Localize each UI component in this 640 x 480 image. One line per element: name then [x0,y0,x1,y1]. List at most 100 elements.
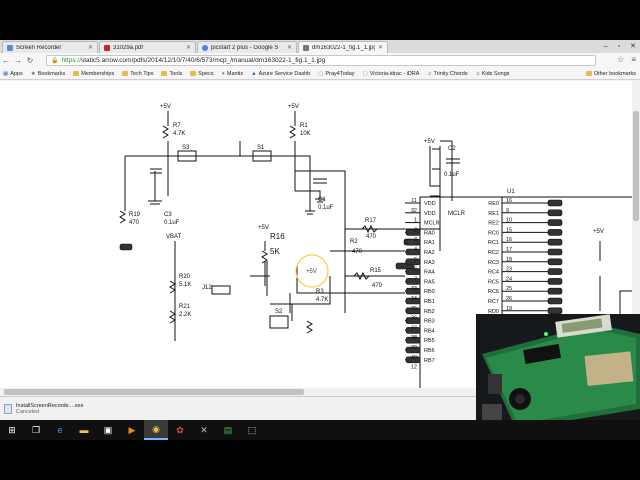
start-windows-icon[interactable]: ⊞ [8,424,16,435]
screen-capture-icon[interactable]: ⬚ [247,424,257,435]
label-c1: C1 [318,197,326,203]
net-label-box-right [547,278,563,285]
bookmark-idrac[interactable]: ▢Victoria-idrac - iDRA [362,70,420,77]
bookmark-specs[interactable]: Specs [190,71,214,77]
label-s3: S3 [182,145,190,151]
label-vbat: VBAT [166,234,182,240]
bookmark-other[interactable]: Other bookmarks [585,71,636,77]
chip-left-pin-number: 7 [414,276,417,282]
tab-screen-recorder[interactable]: Screen Recorder✕ [2,41,98,53]
chip-right-pin-label: RD0 [488,309,499,315]
bookmark-bookmarks[interactable]: ★Bookmarks [30,70,66,77]
toolbar-icons: ☆ ≡ [617,55,636,64]
net-label-box-left [405,307,421,315]
window-controls: – ▫ ✕ [604,40,636,52]
chip-left-pin-label: RB4 [424,328,435,334]
bookmark-apps[interactable]: ▦Apps [3,70,23,77]
bookmark-trinity-chords[interactable]: ♫Trinity Chords [427,70,468,77]
chip-left-pin-label: RB1 [424,299,435,305]
bookmark-tools[interactable]: Tools [161,71,182,77]
chip-left-pin-label: RB0 [424,289,435,295]
bookmark-kids-songs[interactable]: ♫Kids Songs [475,70,510,77]
vertical-scroll-thumb[interactable] [633,111,639,221]
label-s2: S2 [275,309,283,315]
chip-left-pin-number: 11 [411,198,417,204]
close-tab-icon[interactable]: ✕ [185,45,191,51]
vertical-scrollbar[interactable] [632,81,640,388]
menu-icon[interactable]: ≡ [631,55,636,64]
maximize-button[interactable]: ▫ [617,42,621,50]
close-tab-icon[interactable]: ✕ [286,45,292,51]
label-r15: R15 [370,268,382,274]
app-icon[interactable]: ✿ [176,424,184,435]
chip-left-pin-label: RB5 [424,338,435,344]
net-label-box-left [405,297,421,305]
store-icon[interactable]: ▣ [103,424,113,435]
horizontal-scrollbar[interactable] [0,388,632,396]
chip-right-pin-number: 26 [506,296,512,302]
chip-right-pin-number: 17 [506,247,512,253]
folder-icon [73,71,80,76]
label-vplus-6: +5V [306,269,317,275]
net-label-box-right [547,307,563,315]
media-player-icon[interactable]: ▶ [128,424,136,435]
reload-icon[interactable]: ↻ [26,56,34,65]
chords-icon: ♫ [427,70,432,77]
label-c2: C2 [448,146,456,152]
net-label-box-left [405,336,421,344]
chip-left-pin-label: RB6 [424,348,435,354]
chip-left-pin-number: 6 [414,267,417,273]
chip-right-pin-number: 23 [506,267,512,273]
chip-left-pin-label: RA2 [424,250,435,256]
download-item[interactable]: InstallScreenRecorde....exe Canceled [4,400,129,418]
bookmark-memberships[interactable]: Memberships [73,71,114,77]
horizontal-scroll-thumb[interactable] [4,389,304,395]
lock-icon: 🔒 [51,58,59,64]
label-r21-value: 2.2K [179,312,191,318]
chip-left-pin-number: 4 [414,247,417,253]
close-tab-icon[interactable]: ✕ [377,45,383,51]
chip-left-pin-number: 38 [411,335,417,341]
chip-left-pin-label: VDD [424,201,436,207]
net-label-box-right [547,229,563,236]
download-filename: InstallScreenRecorde....exe [16,403,84,409]
chip-left-pin-number: 32 [411,208,417,214]
address-bar[interactable]: 🔒 https://static5.arrow.com/pdfs/2014/12… [46,55,596,66]
mantis-icon: ● [221,70,225,77]
edge-browser-icon[interactable]: e [57,425,63,435]
net-label-box-right [547,238,563,246]
tab-schematic-image[interactable]: dm163022-1_fig.1_1.jpg✕ [298,41,388,53]
chip-left-pin-number: 35 [411,306,417,312]
chrome-icon[interactable]: ◉ [144,420,168,440]
forward-arrow-icon[interactable]: → [14,56,22,65]
bookmark-star-icon[interactable]: ☆ [617,55,625,64]
dev-board-photo [476,314,640,434]
minimize-button[interactable]: – [603,42,608,50]
label-c3: C3 [164,212,172,218]
bookmark-mantis[interactable]: ●Mantis [221,70,244,77]
label-mclr: MCLR [448,211,466,217]
close-tab-icon[interactable]: ✕ [87,45,93,51]
folder-icon [161,71,168,76]
tab-pdf[interactable]: 31029a.pdf✕ [99,41,196,53]
back-arrow-icon[interactable]: ← [2,56,10,65]
browser-toolbar: ← → ↻ 🔒 https://static5.arrow.com/pdfs/2… [0,53,640,68]
bookmark-pray4today[interactable]: ▢Pray4Today [318,70,355,77]
excel-like-icon[interactable]: ✕ [200,424,208,435]
chip-right-pin-number: 19 [506,306,512,312]
net-label-box-left [405,346,421,354]
close-window-button[interactable]: ✕ [630,43,636,50]
task-view-icon[interactable]: ❐ [31,424,41,435]
label-c3-value: 0.1uF [164,220,180,226]
chip-left-pin-number: 34 [411,296,417,302]
chip-left-pin-number: 37 [411,325,417,331]
net-label-box-left [405,327,421,334]
spreadsheet-icon[interactable]: ▤ [223,424,233,435]
net-label-box-right [547,258,563,266]
bookmark-azure[interactable]: ▲Azure Service Dashb [251,70,311,77]
file-explorer-icon[interactable]: ▬ [79,425,89,435]
chip-left-pin-label: VDD [424,211,436,217]
bookmark-tech-tips[interactable]: Tech Tips [122,71,153,77]
folder-icon [190,71,197,76]
tab-google-search[interactable]: picstart 2 plus - Google S✕ [197,41,297,53]
